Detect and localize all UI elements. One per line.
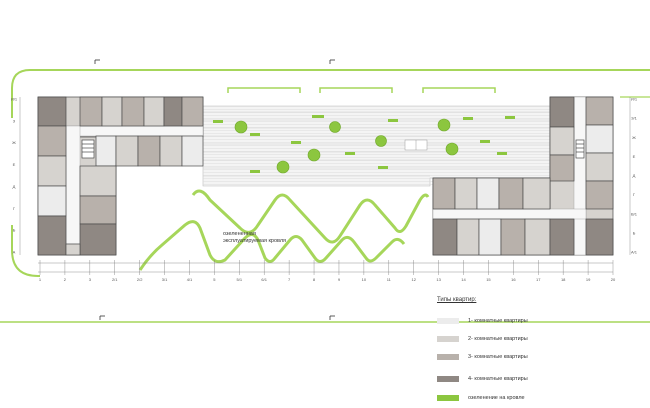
- axis-label: 15: [486, 277, 491, 282]
- axis-label: Б: [13, 228, 16, 233]
- legend-label: 2- комнатные квартиры: [468, 336, 528, 342]
- axis-label: 3: [89, 277, 92, 282]
- axis-labels-right: И/1З/1Ж Е Д Г В/1Б А/1: [631, 97, 638, 255]
- axis-label: А: [13, 250, 16, 255]
- axis-labels-left: И/1З Ж Е Д Г Б А: [11, 97, 18, 255]
- right-building: [432, 96, 614, 256]
- axis-label: Е: [13, 162, 16, 167]
- axis-label: В/1: [631, 211, 638, 216]
- axis-label: Ж: [632, 135, 636, 140]
- legend-label: 1- комнатные квартиры: [468, 318, 528, 324]
- roof-label: озелененная эксплуатируемая кровля: [223, 231, 286, 245]
- axis-label: 5: [213, 277, 216, 282]
- roof-label-line1: озелененная: [223, 231, 256, 237]
- legend-label: 4- комнатные квартиры: [468, 376, 528, 382]
- legend-swatch: [437, 318, 459, 324]
- axis-label: 12: [411, 277, 416, 282]
- axis-label: И/1: [631, 97, 638, 102]
- zigzag-path: [191, 189, 430, 244]
- axis-label: А/1: [631, 250, 638, 255]
- axis-label: 17: [536, 277, 541, 282]
- axis-label: Г: [13, 206, 16, 211]
- axis-label: 2/2: [137, 277, 143, 282]
- axis-label: 9: [338, 277, 341, 282]
- axis-label: 18: [561, 277, 566, 282]
- axis-label: 6/1: [261, 277, 267, 282]
- axis-label: 3/1: [162, 277, 168, 282]
- terrace-roof: [202, 105, 551, 187]
- roof-trees: [234, 118, 459, 174]
- left-building: [37, 96, 204, 256]
- axis-label: 5/1: [237, 277, 243, 282]
- top-planters: [227, 87, 496, 93]
- axis-label: Г: [633, 192, 636, 197]
- legend-label: озеленение на кровле: [468, 395, 525, 401]
- dimension-lines: [19, 97, 631, 273]
- axis-label: 1: [39, 277, 42, 282]
- section-markers: [94, 59, 335, 320]
- landscape-boundary-left: [11, 225, 40, 277]
- axis-label: Д: [13, 184, 16, 189]
- axis-label: 14: [461, 277, 466, 282]
- axis-label: 13: [436, 277, 441, 282]
- axis-label: 10: [362, 277, 367, 282]
- axis-label: 19: [586, 277, 591, 282]
- legend-label: 3- комнатные квартиры: [468, 354, 528, 360]
- roof-label-line2: эксплуатируемая кровля: [223, 238, 287, 244]
- legend-title: Типы квартир:: [437, 297, 477, 303]
- legend-swatch: [437, 376, 459, 382]
- axis-label: Д: [633, 173, 636, 178]
- zigzag-path-lower: [138, 220, 406, 271]
- axis-label: 11: [387, 277, 392, 282]
- legend-swatch: [437, 354, 459, 360]
- roof-green-beds: [213, 115, 515, 173]
- axis-label: Б: [633, 230, 636, 235]
- axis-label: 16: [511, 277, 516, 282]
- landscape-boundary-top: [11, 69, 650, 118]
- axis-label: 2/1: [112, 277, 118, 282]
- axis-label: 8: [313, 277, 316, 282]
- axis-ticks: [39, 260, 614, 275]
- axis-label: З: [13, 118, 16, 123]
- axis-label: З/1: [631, 116, 638, 121]
- axis-label: Е: [633, 154, 636, 159]
- axis-label: И/1: [11, 97, 18, 102]
- axis-label: 20: [611, 277, 616, 282]
- legend-swatch: [437, 336, 459, 342]
- axis-label: 4/1: [187, 277, 193, 282]
- axis-label: Ж: [12, 140, 16, 145]
- legend-swatch: [437, 395, 459, 401]
- axis-label: 2: [64, 277, 67, 282]
- axis-label: 7: [288, 277, 291, 282]
